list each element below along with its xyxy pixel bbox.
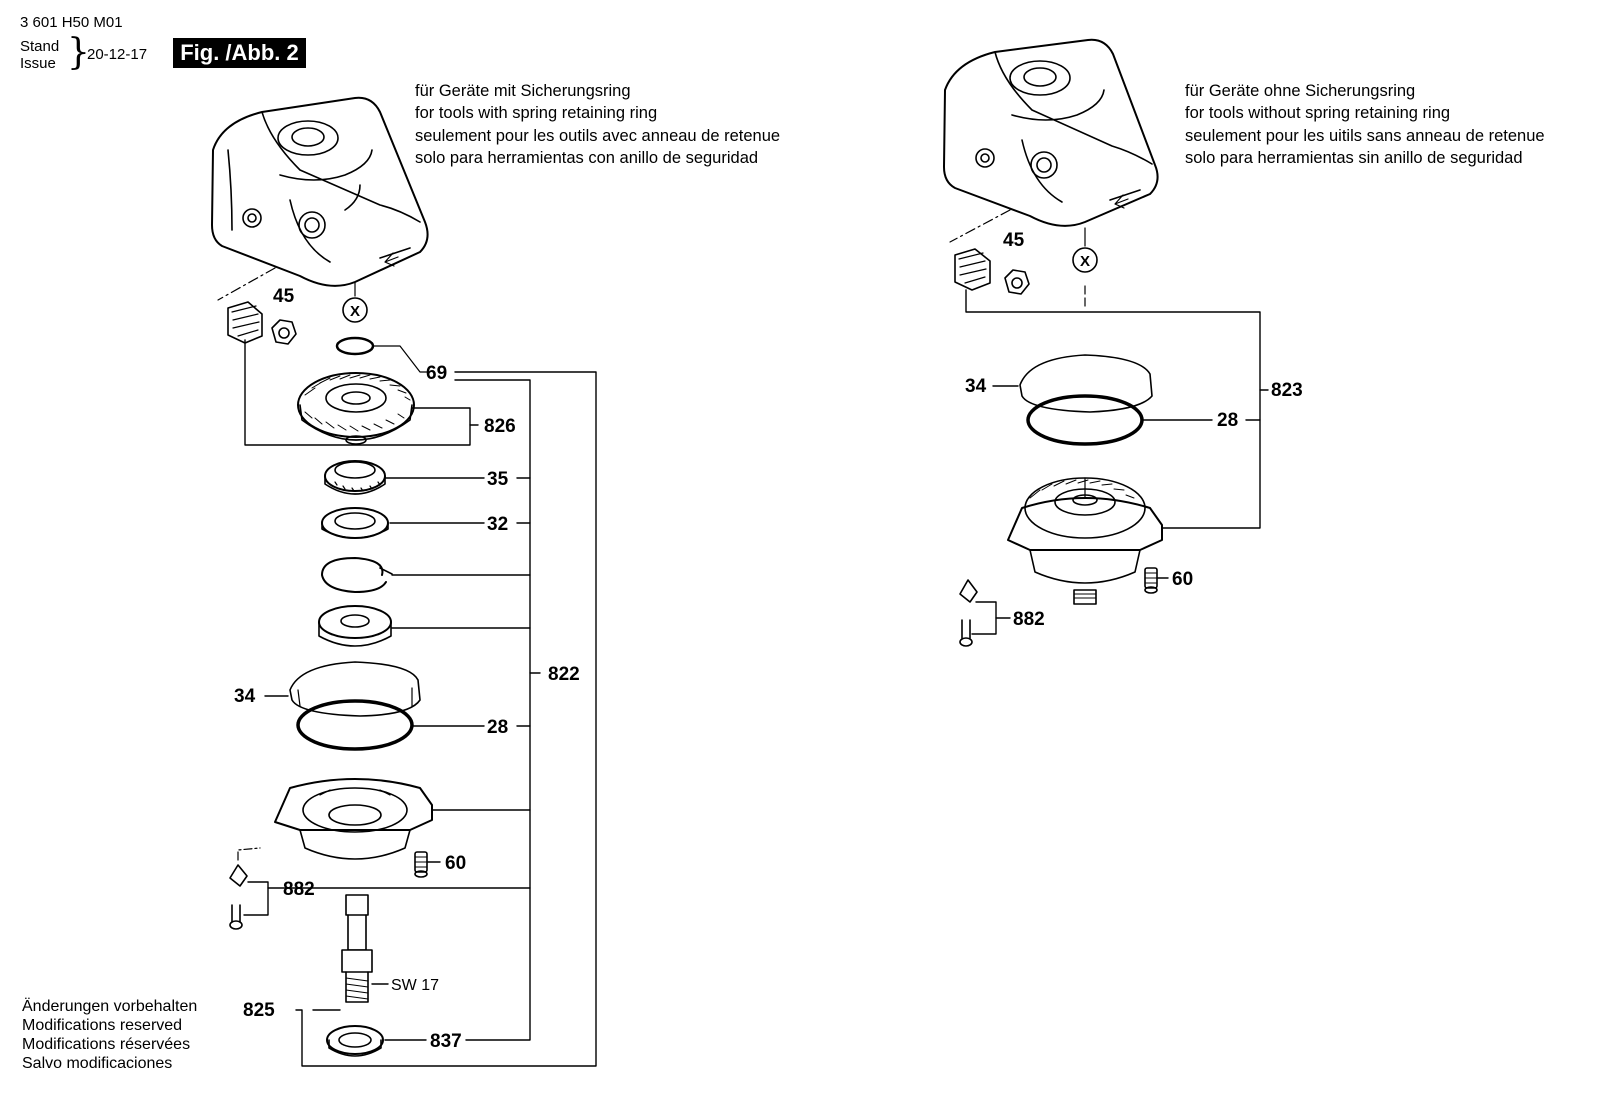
right-caption-es: solo para herramientas sin anillo de seg… xyxy=(1185,149,1523,167)
left-label-826: 826 xyxy=(484,416,516,437)
issue-label: Issue xyxy=(20,55,56,72)
left-needle-bearing-35 xyxy=(324,460,386,495)
figure-label: Fig. /Abb. 2 xyxy=(173,38,306,68)
left-caption-de: für Geräte mit Sicherungsring xyxy=(415,82,631,100)
header-brace: } xyxy=(67,32,90,73)
footer-note-en: Modifications reserved xyxy=(22,1017,183,1034)
left-screw-60 xyxy=(414,851,428,878)
right-gear-housing xyxy=(943,38,1159,227)
footer-note-de: Änderungen vorbehalten xyxy=(22,998,198,1015)
left-flange-ring-34 xyxy=(289,661,421,717)
right-hex-nut-45 xyxy=(1004,269,1030,295)
left-label-sw17: SW 17 xyxy=(391,977,439,994)
left-label-45: 45 xyxy=(273,286,295,307)
left-bevel-gear xyxy=(297,372,415,445)
left-circlip xyxy=(321,557,393,593)
right-label-823: 823 xyxy=(1271,380,1303,401)
right-bearing-flange-assembly xyxy=(1007,477,1163,605)
issue-date: 20-12-17 xyxy=(87,46,148,63)
footer-note-fr: Modifications réservées xyxy=(22,1036,191,1053)
left-label-34: 34 xyxy=(234,686,256,707)
left-pinion-gear xyxy=(227,301,263,344)
left-gear-housing xyxy=(211,96,429,287)
left-seal-ring-32 xyxy=(321,507,389,539)
right-flange-ring-34 xyxy=(1019,354,1153,413)
right-leaders xyxy=(965,289,1269,635)
right-label-28: 28 xyxy=(1217,410,1238,431)
right-label-34: 34 xyxy=(965,376,987,397)
left-retaining-ring-69 xyxy=(335,336,375,356)
left-bearing-flange xyxy=(274,778,433,860)
footer-note-es: Salvo modificaciones xyxy=(22,1055,173,1072)
left-label-28: 28 xyxy=(487,717,508,738)
left-o-ring-28 xyxy=(296,699,414,751)
left-label-837: 837 xyxy=(430,1031,462,1052)
right-pinion-gear xyxy=(954,248,991,291)
right-label-60: 60 xyxy=(1172,569,1193,590)
left-nut-837 xyxy=(326,1025,384,1057)
right-label-45: 45 xyxy=(1003,230,1025,251)
left-x-marker xyxy=(342,297,368,323)
document-code: 3 601 H50 M01 xyxy=(20,14,123,31)
left-lever-882 xyxy=(229,864,248,930)
right-x-marker xyxy=(1072,247,1098,273)
left-ball-bearing xyxy=(318,605,392,647)
left-label-32: 32 xyxy=(487,514,508,535)
right-lever-882 xyxy=(959,579,978,647)
left-label-x: X xyxy=(350,303,360,320)
left-label-35: 35 xyxy=(487,469,509,490)
left-hex-nut-45 xyxy=(271,319,297,345)
right-screw-60 xyxy=(1144,567,1158,594)
stand-label: Stand xyxy=(20,38,60,55)
right-label-x: X xyxy=(1080,253,1090,270)
left-label-69: 69 xyxy=(426,363,447,384)
right-caption-en: for tools without spring retaining ring xyxy=(1185,104,1451,122)
right-caption-fr: seulement pour les uitils sans anneau de… xyxy=(1185,127,1545,145)
left-label-882: 882 xyxy=(283,879,315,900)
left-leaders xyxy=(243,339,597,1067)
left-caption-es: solo para herramientas con anillo de seg… xyxy=(415,149,759,167)
left-caption-en: for tools with spring retaining ring xyxy=(415,104,658,122)
left-label-825: 825 xyxy=(243,1000,275,1021)
left-caption-fr: seulement pour les outils avec anneau de… xyxy=(415,127,781,145)
left-label-822: 822 xyxy=(548,664,580,685)
right-caption-de: für Geräte ohne Sicherungsring xyxy=(1185,82,1416,100)
left-label-60: 60 xyxy=(445,853,466,874)
left-spindle-825 xyxy=(341,894,373,1003)
right-label-882: 882 xyxy=(1013,609,1045,630)
